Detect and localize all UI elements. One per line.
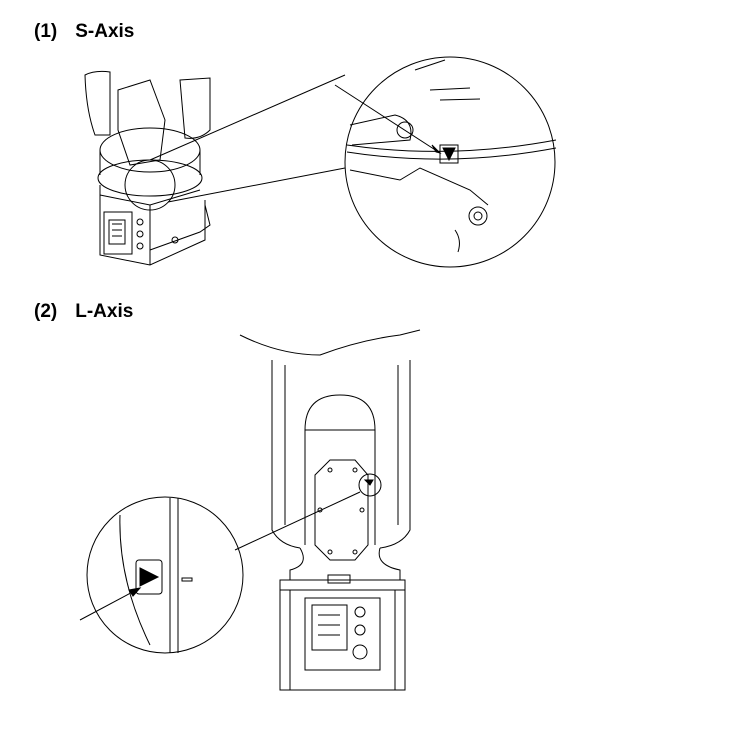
l-axis-robot-drawing <box>240 330 420 690</box>
s-axis-detail-marker <box>125 160 175 210</box>
s-axis-leader-lines <box>150 75 345 202</box>
section-heading-s-axis: (1) S-Axis <box>34 21 134 43</box>
l-axis-detail-marker <box>359 474 381 496</box>
section-number: (1) <box>34 21 58 42</box>
section-heading-l-axis: (2) L-Axis <box>34 301 133 323</box>
s-axis-magnified-view <box>345 57 556 267</box>
section-number: (2) <box>34 301 58 322</box>
s-axis-robot-drawing <box>85 71 210 265</box>
l-axis-magnified-view <box>87 497 243 653</box>
section-title: S-Axis <box>75 21 135 42</box>
section-title: L-Axis <box>75 301 134 322</box>
l-axis-pointer-arrow <box>80 588 140 620</box>
l-axis-leader-line <box>235 492 360 550</box>
s-axis-pointer-arrow <box>335 85 440 153</box>
